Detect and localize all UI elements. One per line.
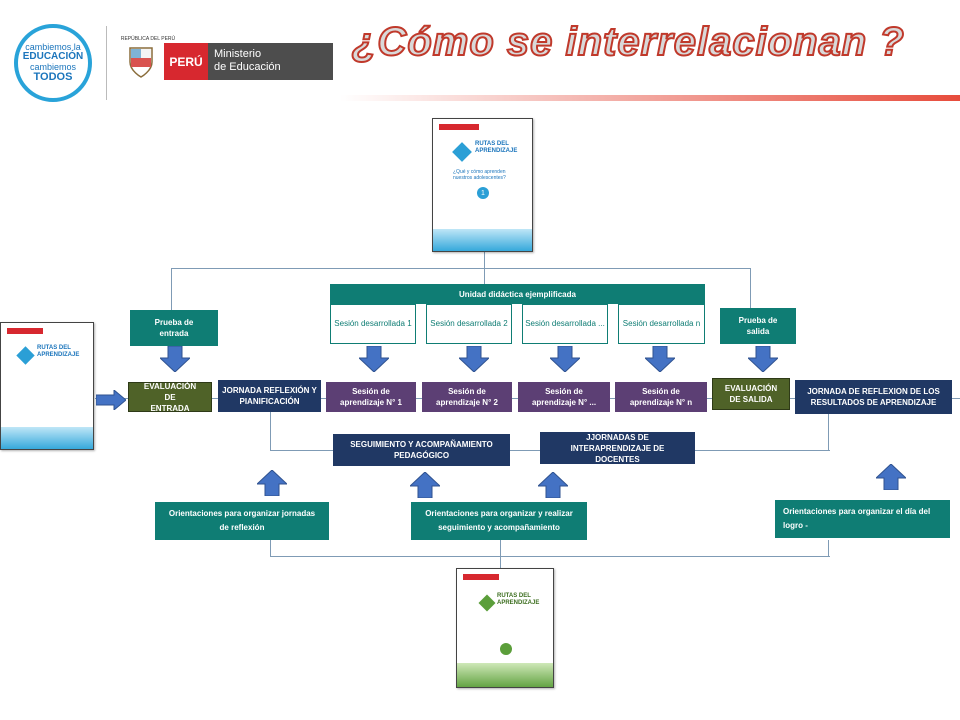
orientaciones-dia-logro: Orientaciones para organizar el día del … — [775, 500, 950, 538]
arrow-down-sesionn-icon — [645, 346, 675, 372]
sesion-desarrollada-1: Sesión desarrollada 1 — [330, 304, 416, 344]
unidad-title: Unidad didáctica ejemplificada — [330, 284, 705, 304]
orientaciones-seguimiento: Orientaciones para organizar y realizar … — [411, 502, 587, 540]
peru-text: PERÚ — [169, 54, 203, 69]
sesion-aprendizaje-1: Sesión de aprendizaje N° 1 — [326, 382, 416, 412]
book-bottom-brand1: RUTAS DEL — [497, 593, 531, 599]
connector-bottom-right-drop — [828, 540, 829, 556]
evaluacion-entrada: EVALUACIÓN DE ENTRADA — [128, 382, 212, 413]
sesion-aprendizaje-3: Sesión de aprendizaje N° ... — [518, 382, 610, 412]
header: cambiemos la EDUCACIÓN cambiemos TODOS R… — [0, 0, 960, 110]
sesion-desarrollada-3: Sesión desarrollada ... — [522, 304, 608, 344]
arrow-down-sesion1-icon — [359, 346, 389, 372]
book-bottom-diamond-icon — [478, 594, 496, 612]
connector-top-right-drop — [750, 268, 751, 310]
ministry-line2: de Educación — [214, 61, 281, 73]
peru-badge: PERÚ — [164, 43, 208, 80]
arrow-up-o2a-icon — [410, 472, 440, 498]
sesion-aprendizaje-2: Sesión de aprendizaje N° 2 — [422, 382, 512, 412]
book-top-brand2: APRENDIZAJE — [475, 148, 518, 154]
title-underline — [340, 95, 960, 101]
arrow-down-sesion2-icon — [459, 346, 489, 372]
book-bottom-brand2: APRENDIZAJE — [497, 600, 540, 606]
book-top-number: 1 — [477, 187, 489, 199]
connector-bottom-center — [500, 540, 501, 568]
connector-bottom-horizontal — [270, 556, 830, 557]
evaluacion-salida: EVALUACIÓN DE SALIDA — [712, 378, 790, 410]
prueba-entrada: Prueba de entrada — [130, 310, 218, 346]
slogan-line3: cambiemos — [29, 62, 76, 72]
ministry-badge: Ministerio de Educación — [208, 43, 333, 80]
jornada-resultados: JORNADA DE REFLEXION DE LOS RESULTADOS D… — [795, 380, 952, 414]
arrow-up-o3-icon — [876, 464, 906, 490]
slogan-line1: cambiemos la — [25, 42, 81, 52]
jornada-reflexion: JORNADA REFLEXIÓN Y PIANIFICACIÓN — [218, 380, 321, 412]
arrow-down-salida-icon — [748, 346, 778, 372]
connector-mid-left-drop — [270, 412, 271, 450]
arrow-up-o1-icon — [257, 470, 287, 496]
prueba-salida: Prueba de salida — [720, 308, 796, 344]
book-top-question: ¿Qué y cómo aprenden nuestros adolescent… — [453, 169, 506, 181]
connector-top-center — [484, 250, 485, 284]
book-bottom: RUTAS DEL APRENDIZAJE — [456, 568, 554, 688]
book-bottom-seal-icon — [500, 643, 512, 655]
sesion-desarrollada-n: Sesión desarrollada n — [618, 304, 705, 344]
book-left-brand1: RUTAS DEL — [37, 345, 71, 351]
slogan-line4: TODOS — [33, 71, 73, 83]
ministry-line1: Ministerio — [214, 48, 262, 60]
arrow-up-o2b-icon — [538, 472, 568, 498]
connector-top-left-drop — [171, 268, 172, 310]
jornadas-interaprendizaje: JJORNADAS DE INTERAPRENDIZAJE DE DOCENTE… — [540, 432, 695, 464]
sesion-desarrollada-2: Sesión desarrollada 2 — [426, 304, 512, 344]
connector-bottom-left-drop — [270, 540, 271, 556]
book-left-brand2: APRENDIZAJE — [37, 352, 80, 358]
connector-top-horizontal — [171, 268, 751, 269]
sesion-aprendizaje-n: Sesión de aprendizaje N° n — [615, 382, 707, 412]
book-top: RUTAS DEL APRENDIZAJE ¿Qué y cómo aprend… — [432, 118, 533, 252]
book-left: RUTAS DEL APRENDIZAJE — [0, 322, 94, 450]
connector-mid-right-drop — [828, 412, 829, 450]
book-top-number-text: 1 — [481, 189, 485, 197]
book-top-diamond-icon — [452, 142, 472, 162]
arrow-book-left-icon — [96, 390, 126, 410]
slogan-line2: EDUCACIÓN — [22, 51, 84, 62]
coat-of-arms-icon — [126, 44, 156, 80]
book-left-diamond-icon — [16, 346, 35, 365]
orientaciones-jornadas: Orientaciones para organizar jornadas de… — [155, 502, 329, 540]
arrow-down-entrada-icon — [160, 346, 190, 372]
header-divider — [106, 26, 107, 100]
page-title: ¿Cómo se interrelacionan ? — [351, 19, 905, 65]
slogan-logo: cambiemos la EDUCACIÓN cambiemos TODOS — [14, 24, 92, 102]
arrow-down-sesion3-icon — [550, 346, 580, 372]
book-top-brand1: RUTAS DEL — [475, 141, 509, 147]
republic-label: REPÚBLICA DEL PERÚ — [120, 36, 176, 42]
seguimiento-acompanamiento: SEGUIMIENTO Y ACOMPAÑAMIENTO PEDAGÓGICO — [333, 434, 510, 466]
